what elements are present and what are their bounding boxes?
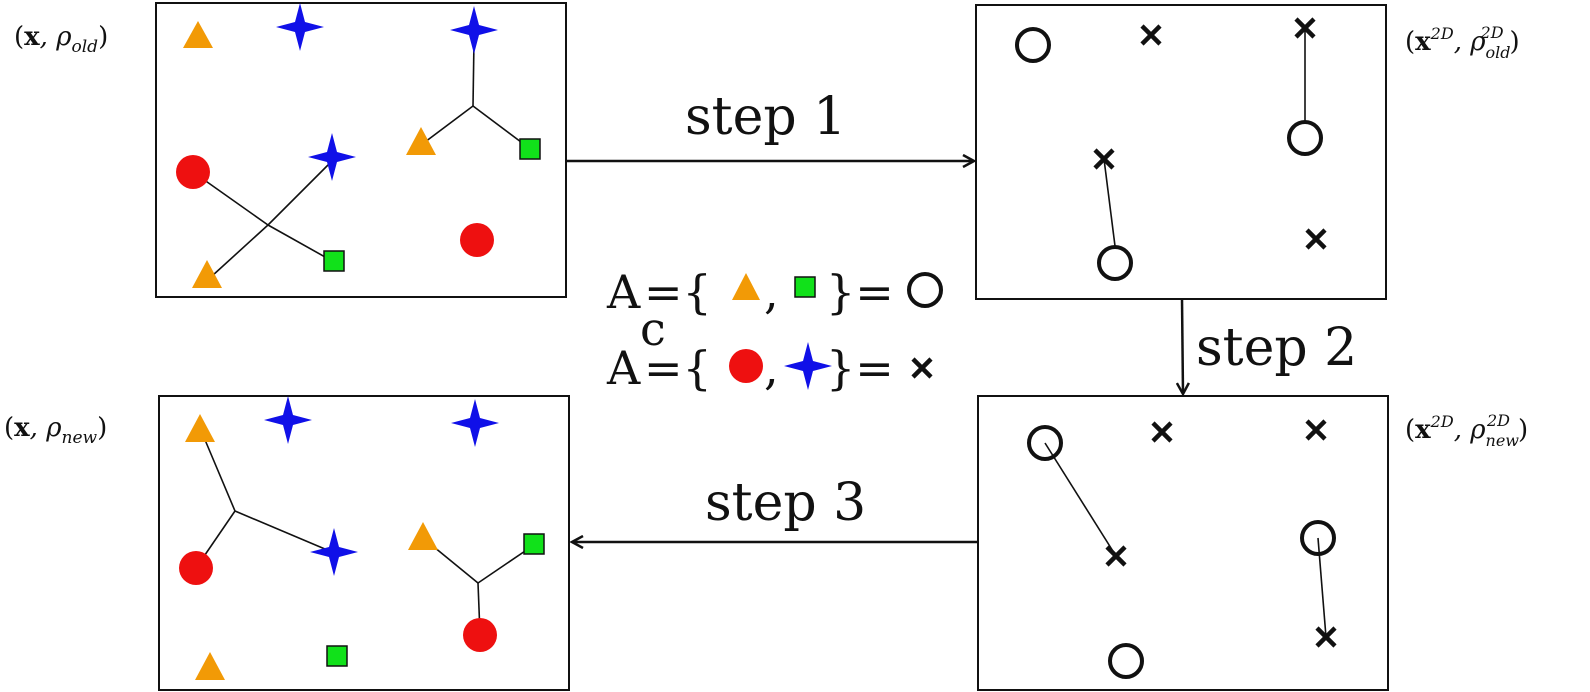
open-circle-icon (907, 272, 943, 308)
square-icon (323, 250, 345, 272)
cross-icon (1105, 545, 1127, 567)
circle-icon (463, 618, 497, 652)
step-1-label: step 1 (685, 87, 846, 147)
circle-icon (729, 349, 763, 383)
set-ac-comma: , (764, 341, 779, 395)
open-circle-icon (1108, 643, 1144, 679)
panel-top-right (975, 4, 1387, 300)
triangle-icon (408, 522, 438, 550)
triangle-icon (732, 273, 760, 300)
four-point-star-icon (451, 399, 499, 447)
four-point-star-icon (264, 396, 312, 444)
four-point-star-icon (308, 133, 356, 181)
set-a-close: }= (826, 265, 894, 319)
open-circle-icon (1287, 120, 1323, 156)
circle-icon (176, 155, 210, 189)
open-circle-icon (1015, 27, 1051, 63)
set-ac-name: A (606, 341, 641, 395)
connection-lines (1044, 442, 1327, 638)
square-icon (523, 533, 545, 555)
square-icon (794, 276, 816, 298)
open-circle-icon (1097, 245, 1133, 281)
square-icon (519, 138, 541, 160)
set-a-name: A (606, 265, 641, 319)
label-x-rho-new: (x, ρnew) (4, 413, 107, 448)
panel-top-left (155, 2, 567, 298)
cross-icon (1140, 24, 1162, 46)
triangle-icon (185, 414, 215, 442)
triangle-icon (195, 652, 225, 680)
cross-icon (1093, 148, 1115, 170)
cross-icon (911, 357, 933, 379)
connection-lines (1103, 28, 1306, 247)
triangle-icon (192, 260, 222, 288)
panel-bottom-right (977, 395, 1389, 691)
circle-icon (460, 223, 494, 257)
circle-icon (179, 551, 213, 585)
connection-lines (192, 39, 530, 277)
open-circle-icon (1027, 425, 1063, 461)
label-x-rho-old: (x, ρold) (14, 22, 108, 57)
set-ac-superscript: c (640, 302, 666, 356)
four-point-star-icon (450, 6, 498, 54)
set-ac-close: }= (826, 341, 894, 395)
triangle-icon (406, 127, 436, 155)
set-ac-open: ={ (644, 341, 712, 395)
cross-icon (1305, 228, 1327, 250)
step-2-label: step 2 (1196, 318, 1357, 378)
step-3-label: step 3 (705, 473, 866, 533)
cross-icon (1151, 421, 1173, 443)
four-point-star-icon (310, 528, 358, 576)
four-point-star-icon (276, 3, 324, 51)
triangle-icon (183, 21, 213, 48)
panel-bottom-left (158, 395, 570, 691)
open-circle-icon (1300, 520, 1336, 556)
cross-icon (1294, 17, 1316, 39)
label-x2d-rho-new-2d: (x2D, ρnew2D) (1405, 411, 1528, 450)
connection-lines (195, 427, 535, 635)
label-x2d-rho-old-2d: (x2D, ρold2D) (1405, 23, 1520, 62)
four-point-star-icon (784, 342, 832, 390)
legend-set-a: A ={ , }= (606, 265, 943, 319)
cross-icon (1315, 626, 1337, 648)
square-icon (326, 645, 348, 667)
cross-icon (1305, 419, 1327, 441)
set-a-comma: , (764, 265, 779, 319)
arrow-step-2 (1182, 298, 1183, 394)
legend-set-a-complement: A c ={ , }= (606, 302, 933, 395)
set-a-open: ={ (644, 265, 712, 319)
